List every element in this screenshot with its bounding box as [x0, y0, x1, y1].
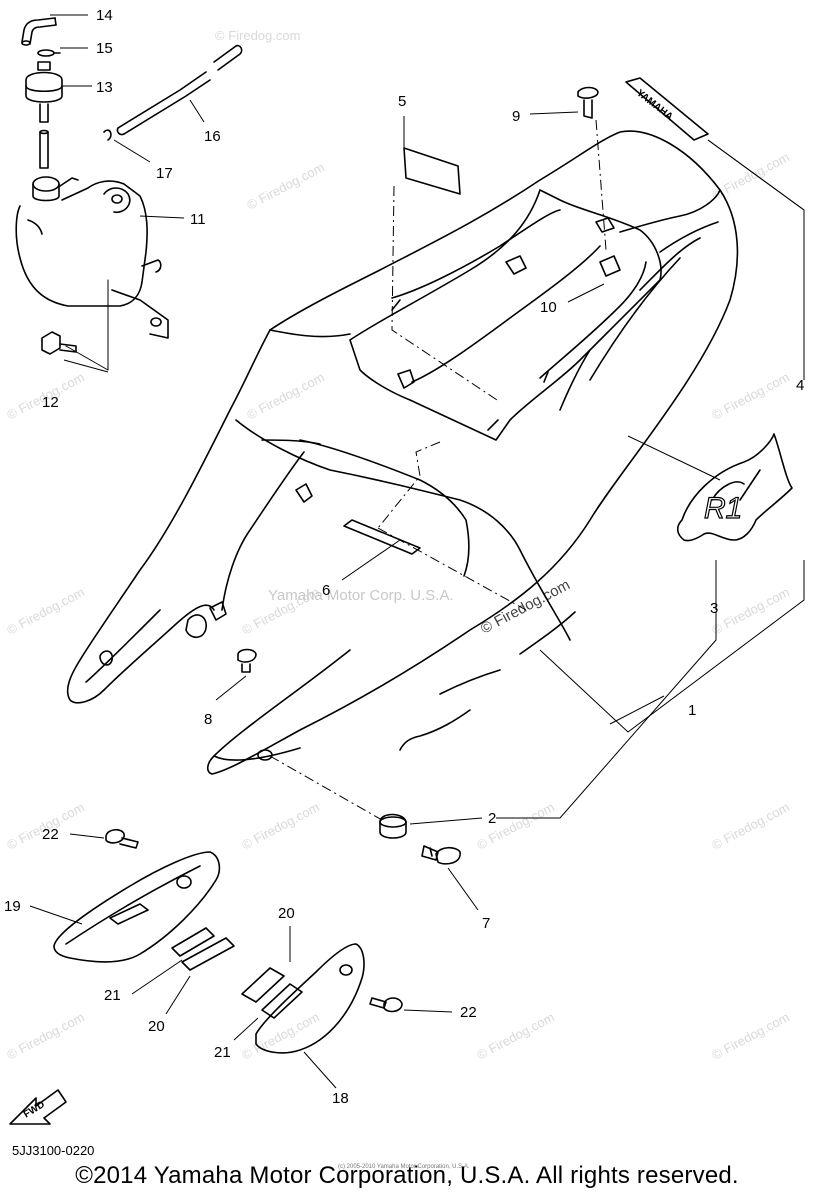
assembly-lines — [496, 139, 805, 819]
pad-part — [241, 967, 303, 1019]
emblem-text: R1 — [704, 492, 742, 525]
callout-label: 11 — [190, 211, 206, 228]
copyright-notice: ©2014 Yamaha Motor Corporation, U.S.A. A… — [75, 1162, 739, 1189]
watermark: © Firedog.com — [244, 159, 326, 212]
callout-label: 8 — [204, 711, 212, 728]
callout-label: 17 — [156, 165, 173, 182]
watermark-center: Yamaha Motor Corp. U.S.A. — [268, 587, 454, 604]
callout-label: 19 — [4, 898, 21, 915]
callout-label: 18 — [332, 1090, 349, 1107]
side-cover-left-part — [53, 851, 221, 963]
clip-part — [37, 49, 61, 57]
fine-print: (c) 2005-2010 Yamaha Motor Corporation, … — [338, 1164, 470, 1170]
callout-label: 22 — [460, 1004, 477, 1021]
damper-part — [379, 813, 407, 839]
watermark: © Firedog.com — [709, 369, 791, 422]
strip-part — [343, 519, 421, 555]
watermark: © Firedog.com — [239, 799, 321, 852]
screw-part — [105, 828, 139, 849]
callout-label: 20 — [148, 1018, 165, 1035]
callout-label: 15 — [96, 40, 113, 57]
callout-labels: 14 15 13 16 17 11 12 5 9 10 4 3 6 1 8 2 … — [4, 7, 804, 1107]
callout-label: 3 — [710, 600, 718, 617]
watermark: © Firedog.com — [4, 584, 86, 637]
watermark: © Firedog.com — [709, 1009, 791, 1062]
callout-label: 12 — [42, 394, 59, 411]
hose-clip-part — [103, 129, 112, 141]
callout-label: 6 — [322, 582, 330, 599]
callout-label: 20 — [278, 905, 295, 922]
dashed-leaders — [269, 119, 607, 821]
bolt-part — [41, 331, 77, 355]
watermark-center-site: © Firedog.com — [478, 576, 573, 637]
callout-label: 9 — [512, 108, 520, 125]
seat-tray-part — [349, 189, 662, 441]
seat-cowl-part — [66, 130, 739, 775]
callout-label: 22 — [42, 826, 59, 843]
hose-part — [116, 44, 243, 136]
callout-label: 14 — [96, 7, 113, 24]
screw-part — [421, 845, 461, 865]
side-cover-right-part — [255, 943, 365, 1054]
callout-label: 4 — [796, 377, 804, 394]
watermark: © Firedog.com — [215, 28, 300, 43]
decal-text: YAMAHA — [634, 88, 675, 123]
watermark: © Firedog.com — [4, 1009, 86, 1062]
screw-part — [577, 86, 599, 119]
watermark: © Firedog.com — [239, 1009, 321, 1062]
caution-label-part — [403, 147, 461, 195]
watermark: © Firedog.com — [474, 1009, 556, 1062]
reservoir-tank-part — [15, 176, 169, 339]
valve-part — [25, 61, 63, 169]
watermark: © Firedog.com — [709, 149, 791, 202]
pad-part — [171, 927, 235, 971]
callout-label: 1 — [688, 702, 696, 719]
watermark: © Firedog.com — [709, 584, 791, 637]
leader-lines — [29, 14, 805, 1089]
callout-label: 10 — [540, 299, 557, 316]
elbow-hose-part — [21, 17, 57, 46]
inner-frame-part — [85, 439, 470, 683]
callout-label: 16 — [204, 128, 221, 145]
callout-label: 21 — [104, 987, 121, 1004]
fwd-arrow-icon — [9, 1089, 67, 1125]
leader-line — [65, 279, 109, 371]
rivet-part — [237, 648, 257, 673]
watermark: © Firedog.com — [709, 799, 791, 852]
callout-label: 13 — [96, 79, 113, 96]
watermark: © Firedog.com — [474, 799, 556, 852]
r1-emblem-part — [676, 433, 793, 542]
part-code: 5JJ3100-0220 — [12, 1143, 95, 1158]
watermark: © Firedog.com — [244, 369, 326, 422]
callout-label: 7 — [482, 915, 490, 932]
callout-label: 2 — [488, 810, 496, 827]
fwd-text: FWD — [22, 1099, 47, 1120]
screw-part — [369, 997, 403, 1013]
callout-label: 21 — [214, 1044, 231, 1061]
yamaha-decal-part — [625, 77, 709, 141]
callout-label: 5 — [398, 93, 406, 110]
